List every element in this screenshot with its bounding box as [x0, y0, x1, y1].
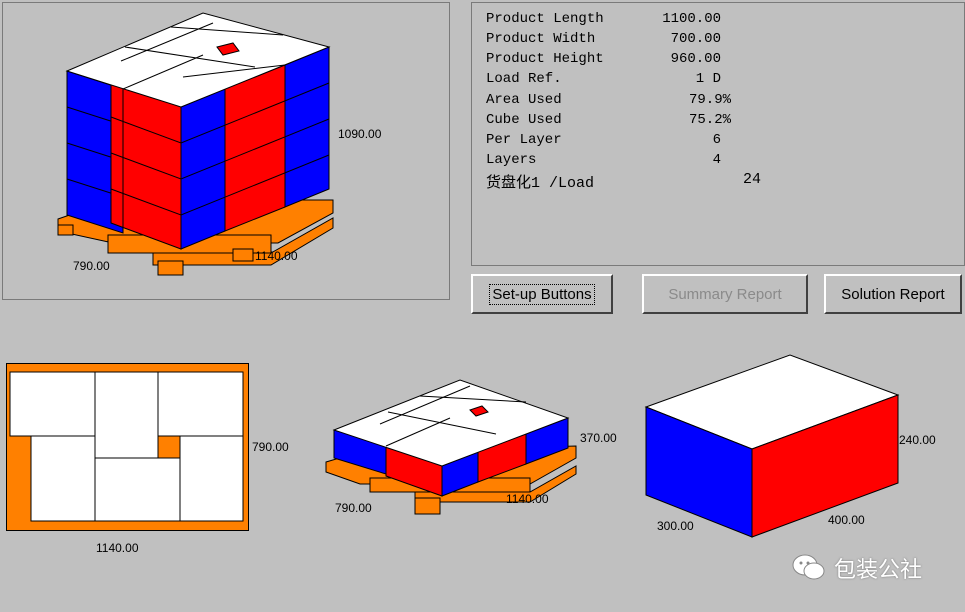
layer-length-dimension: 1140.00 — [506, 492, 549, 506]
stack-front-face — [110, 46, 330, 250]
layer-width-dimension: 790.00 — [335, 501, 372, 515]
case-height-dimension: 240.00 — [899, 433, 936, 447]
pallet-3d-view: 1090.00 1140.00 790.00 — [2, 2, 450, 300]
case-right-face — [751, 394, 899, 538]
stack-top-face — [65, 12, 331, 108]
top-view-width-dimension: 790.00 — [252, 440, 289, 454]
solution-report-button[interactable]: Solution Report — [824, 274, 962, 314]
setup-buttons-label: Set-up Buttons — [489, 283, 595, 305]
setup-buttons-button[interactable]: Set-up Buttons — [471, 274, 613, 314]
top-view-length-dimension: 1140.00 — [96, 541, 139, 555]
case-3d-view — [644, 354, 900, 538]
summary-report-button[interactable]: Summary Report — [642, 274, 808, 314]
layer-height-dimension: 370.00 — [580, 431, 617, 445]
watermark: 包装公社 — [792, 552, 922, 584]
watermark-text: 包装公社 — [834, 558, 923, 583]
pallet-length-dimension: 1140.00 — [255, 249, 298, 263]
summary-report-label: Summary Report — [668, 285, 782, 303]
pallet-height-dimension: 1090.00 — [338, 127, 382, 141]
info-row-load-ref: Load Ref.1 D — [486, 71, 721, 87]
case-width-dimension: 300.00 — [657, 519, 694, 533]
solution-report-label: Solution Report — [841, 285, 945, 303]
pallet-3d-drawing — [57, 12, 334, 276]
top-view-layout — [6, 363, 249, 531]
wechat-icon — [792, 554, 825, 580]
layer-3d-view — [325, 379, 577, 515]
top-view-boxes — [9, 371, 244, 522]
layer-boxes — [332, 379, 570, 497]
pallet-width-dimension: 790.00 — [73, 259, 110, 273]
case-length-dimension: 400.00 — [828, 513, 865, 527]
